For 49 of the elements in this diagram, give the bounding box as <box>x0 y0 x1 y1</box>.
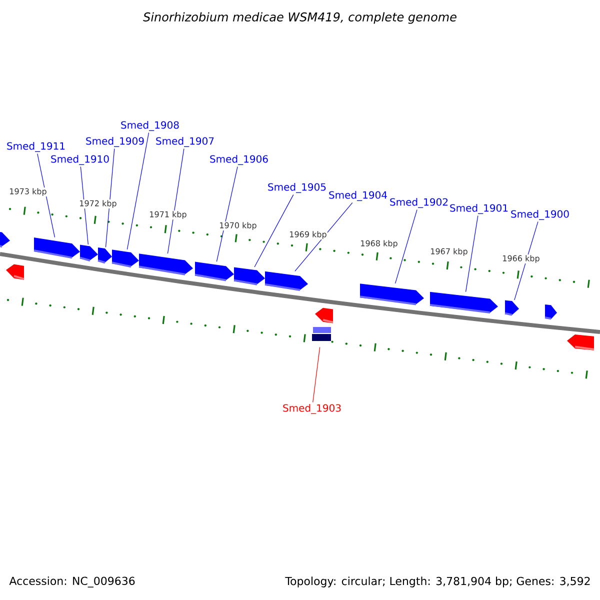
gene-label: Smed_1903 <box>283 404 341 414</box>
gene-glyph <box>0 230 10 248</box>
gene-glyph <box>6 264 24 280</box>
leader-line <box>294 202 353 272</box>
title: Sinorhizobium medicae WSM419, complete genome <box>143 12 456 24</box>
gene-label: Smed_1906 <box>210 155 268 165</box>
genome-info: Topology: circular; Length: 3,781,904 bp; Genes: 3,592 <box>285 576 590 588</box>
gene-glyph <box>80 244 98 262</box>
gene-glyph <box>544 304 557 320</box>
gene-label: Smed_1908 <box>121 121 179 131</box>
leader-line <box>216 166 238 262</box>
scale-label: 1968 kbp <box>360 240 398 248</box>
gene-label: Smed_1909 <box>86 137 144 147</box>
gene-label: Smed_1901 <box>450 204 508 214</box>
scale-label: 1970 kbp <box>218 222 258 230</box>
scale-label: 1972 kbp <box>78 200 118 208</box>
leader-line <box>312 346 320 403</box>
gene-label: Smed_1904 <box>329 191 387 201</box>
gene-label: Smed_1911 <box>7 142 65 152</box>
scale-label: 1966 kbp <box>502 254 540 264</box>
gene-label: Smed_1902 <box>390 198 448 208</box>
leader-line <box>126 132 150 250</box>
leader-line <box>514 221 538 300</box>
scale-label: 1969 kbp <box>288 230 328 240</box>
accession-label: Accession: NC_009636 <box>9 576 135 588</box>
scale-label: 1967 kbp <box>430 248 468 256</box>
feature-block <box>312 327 331 341</box>
gene-glyph <box>98 248 112 264</box>
gene-glyph <box>567 334 594 350</box>
leader-line <box>254 194 294 268</box>
gene-label: Smed_1910 <box>51 155 109 165</box>
scale-label: 1971 kbp <box>148 210 188 220</box>
gene-label: Smed_1900 <box>511 210 569 220</box>
gene-glyph <box>315 308 334 324</box>
gene-glyph <box>234 267 265 286</box>
leader-line <box>394 209 418 284</box>
leader-line <box>465 215 478 292</box>
leader-line <box>37 153 56 238</box>
gene-glyph <box>430 292 498 314</box>
leader-line <box>105 148 115 248</box>
leader-line <box>167 148 184 254</box>
gene-label: Smed_1905 <box>268 183 326 193</box>
leader-line <box>80 166 88 245</box>
gene-glyph <box>360 284 424 306</box>
gene-glyph <box>194 262 234 282</box>
gene-glyph <box>264 271 308 291</box>
scale-label: 1973 kbp <box>8 188 48 196</box>
gene-label: Smed_1907 <box>156 137 214 147</box>
gene-glyph <box>504 300 519 316</box>
